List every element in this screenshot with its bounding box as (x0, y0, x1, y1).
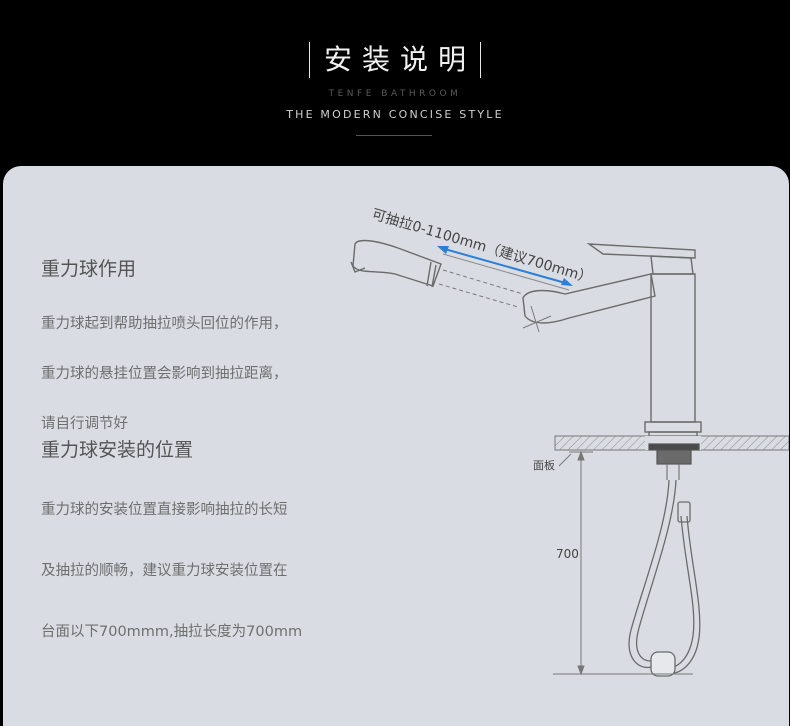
section1-line: 重力球起到帮助抽拉喷头回位的作用， (41, 316, 288, 332)
mounting-nut (648, 443, 700, 480)
pull-hose-dashed (438, 269, 524, 308)
section1-heading: 重力球作用 (41, 258, 137, 280)
docked-head-marker (522, 305, 552, 333)
panel-label-leader (558, 453, 572, 467)
height-label: 700 (556, 547, 579, 561)
section2-heading: 重力球安装的位置 (41, 439, 194, 461)
pull-distance-label: 可抽拉0-1100mm（建议700mm） (370, 206, 594, 286)
section1-text: 重力球起到帮助抽拉喷头回位的作用， 重力球的悬挂位置会影响到抽拉距离， 请自行调… (41, 287, 288, 462)
pull-distance-arrow (437, 246, 573, 291)
title-left-bar (308, 42, 310, 78)
page-title: 安装说明 (323, 43, 476, 76)
tagline-subtitle: THE MODERN CONCISE STYLE (286, 108, 504, 121)
faucet-diagram: 可抽拉0-1100mm（建议700mm） (350, 206, 789, 677)
header-banner: 安装说明 TENFE BATHROOM THE MODERN CONCISE S… (0, 0, 790, 166)
title-right-bar (480, 42, 481, 78)
panel-label: 面板 (533, 458, 555, 472)
height-dimension (553, 450, 693, 676)
title-underline (356, 135, 432, 136)
content-panel: 重力球作用 重力球起到帮助抽拉喷头回位的作用， 重力球的悬挂位置会影响到抽拉距离… (3, 166, 789, 726)
gravity-ball (650, 651, 676, 677)
section2-line: 台面以下700mmm,抽拉长度为700mm (41, 623, 303, 640)
section2-line: 及抽拉的顺畅，建议重力球安装位置在 (41, 562, 288, 579)
section1-line: 请自行调节好 (41, 416, 128, 432)
pull-distance-label-group: 可抽拉0-1100mm（建议700mm） (370, 206, 594, 286)
pulled-spray-head (350, 239, 442, 288)
section1-line: 重力球的悬挂位置会影响到抽拉距离， (41, 366, 288, 382)
hose-loop (628, 479, 701, 675)
brand-subtitle: TENFE BATHROOM (328, 89, 462, 99)
title-row: 安装说明 (0, 40, 790, 80)
section2-text: 重力球的安装位置直接影响抽拉的长短 及抽拉的顺畅，建议重力球安装位置在 台面以下… (41, 464, 302, 678)
section2-line: 重力球的安装位置直接影响抽拉的长短 (41, 501, 288, 518)
